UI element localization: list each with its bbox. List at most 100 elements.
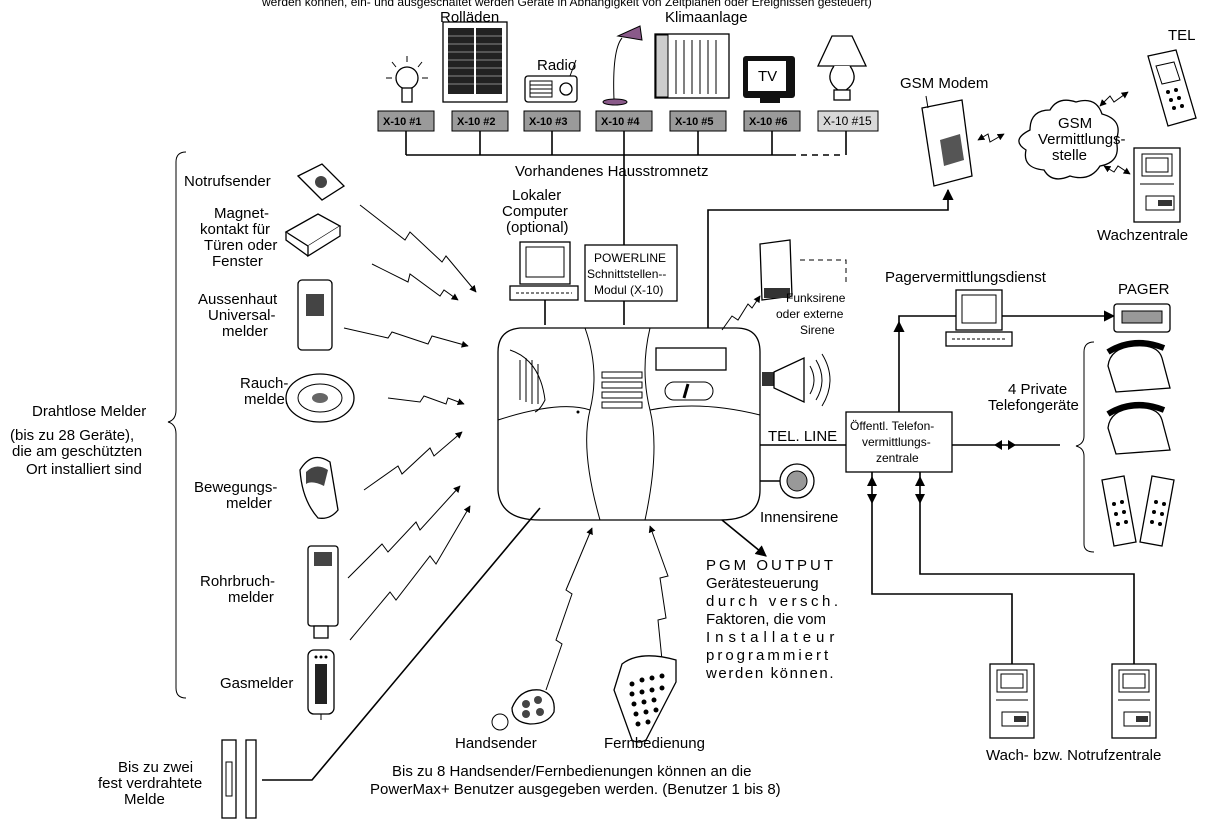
shell-detector-label-2: Universal- (208, 307, 276, 324)
svg-text:Schnittstellen--: Schnittstellen-- (587, 267, 666, 281)
keyfob-icon (491, 689, 555, 731)
remote-control-label: Fernbedienung (604, 735, 705, 752)
private-phones-label-1: 4 Private (1008, 381, 1067, 398)
pipe-break-detector-icon (307, 545, 339, 639)
magnet-contact-label-4: Fenster (212, 253, 263, 270)
local-computer-label-3: (optional) (506, 219, 569, 236)
magnet-contact-icon (284, 213, 342, 258)
pager-service-label: Pagervermittlungsdienst (885, 269, 1047, 286)
svg-text:Modul (X-10): Modul (X-10) (594, 283, 663, 297)
svg-text:Öffentl. Telefon-: Öffentl. Telefon- (850, 419, 934, 433)
x10-module-6: X-10 #6 (743, 110, 801, 132)
tv-icon (743, 56, 795, 103)
pager-service-computer-icon (945, 289, 1013, 347)
svg-text:GSM: GSM (1058, 115, 1092, 132)
local-computer-label-1: Lokaler (512, 187, 561, 204)
horn-siren-icon (762, 353, 831, 407)
motion-detector-label-1: Bewegungs- (194, 479, 277, 496)
svg-text:stelle: stelle (1052, 147, 1087, 164)
monitoring-station-icon-2 (1111, 663, 1157, 739)
wired-door-contact-icon (221, 739, 257, 819)
gsm-exchange-cloud: GSM Vermittlungs- stelle (1018, 99, 1126, 180)
svg-text:X-10 #6: X-10 #6 (749, 116, 788, 128)
pgm-output-line-5: programmiert (706, 647, 831, 664)
pgm-output-line-3: Faktoren, die vom (706, 611, 826, 628)
bottom-caption-line-1: Bis zu 8 Handsender/Fernbedienungen könn… (392, 763, 751, 780)
wireless-group-bracket (167, 151, 187, 699)
cordless-phone-icon-1 (1101, 475, 1137, 547)
tel-line-label: TEL. LINE (768, 428, 837, 445)
svg-text:zentrale: zentrale (876, 451, 919, 465)
private-phones-label-2: Telefongeräte (988, 397, 1079, 414)
wired-label-3: Melde (124, 791, 165, 808)
pipe-break-label-1: Rohrbruch- (200, 573, 275, 590)
indoor-siren-icon (779, 463, 815, 499)
public-telephone-exchange: Öffentl. Telefon- vermittlungs- zentrale (845, 411, 953, 473)
wired-label-1: Bis zu zwei (118, 759, 193, 776)
x10-module-15: X-10 #15 (817, 110, 879, 132)
pgm-output-title: PGM OUTPUT (706, 557, 836, 574)
pager-icon (1113, 303, 1171, 333)
svg-text:X-10 #3: X-10 #3 (529, 116, 568, 128)
svg-text:X-10 #5: X-10 #5 (675, 116, 714, 128)
pgm-output-line-1: Gerätesteuerung (706, 575, 819, 592)
cordless-phone-icon-2 (1139, 475, 1175, 547)
tel-label: TEL (1168, 27, 1196, 44)
magnet-contact-label-1: Magnet- (214, 205, 269, 222)
siren-dashed-link (800, 259, 847, 284)
pgm-output-line-6: werden können. (705, 665, 835, 682)
wireless-group-label-1: Drahtlose Melder (32, 403, 146, 420)
pgm-output-line-4: Installateur (706, 629, 839, 646)
x10-module-3: X-10 #3 (523, 110, 581, 132)
smoke-detector-icon (285, 373, 355, 423)
air-conditioner-icon (654, 33, 730, 99)
monitoring-station-gsm-label: Wachzentrale (1097, 227, 1188, 244)
keyfob-label: Handsender (455, 735, 537, 752)
wireless-group-label-2: (bis zu 28 Geräte), (10, 427, 134, 444)
gsm-modem-label: GSM Modem (900, 75, 988, 92)
motion-detector-label-2: melder (226, 495, 272, 512)
shell-detector-label-1: Aussenhaut (198, 291, 278, 308)
x10-module-4: X-10 #4 (595, 110, 653, 132)
monitoring-stations-label: Wach- bzw. Notrufzentrale (986, 747, 1161, 764)
monitoring-station-gsm-icon (1133, 147, 1181, 223)
universal-detector-icon (297, 279, 333, 351)
mobile-phone-icon (1147, 49, 1197, 127)
magnet-contact-label-2: kontakt für (200, 221, 270, 238)
wireless-group-label-4: Ort installiert sind (26, 461, 142, 478)
svg-text:vermittlungs-: vermittlungs- (862, 435, 931, 449)
smoke-detector-label-2: melder (244, 391, 290, 408)
desk-phone-icon-2 (1106, 401, 1171, 455)
local-computer-label-2: Computer (502, 203, 568, 220)
radio-icon (524, 59, 578, 103)
magnet-contact-label-3: Türen oder (204, 237, 277, 254)
monitoring-station-icon-1 (989, 663, 1035, 739)
external-siren-label-2: oder externe (776, 307, 844, 321)
pgm-output-line-2: durch versch. (706, 593, 842, 610)
remote-control-icon (613, 655, 677, 743)
svg-text:X-10 #15: X-10 #15 (823, 114, 872, 128)
wireless-group-label-3: die am geschützten (12, 443, 142, 460)
svg-text:X-10 #2: X-10 #2 (457, 116, 496, 128)
wired-label-2: fest verdrahtete (98, 775, 202, 792)
panic-sender-label: Notrufsender (184, 173, 271, 190)
shutters-label: Rolläden (440, 9, 499, 26)
svg-text:X-10 #1: X-10 #1 (383, 116, 422, 128)
x10-module-5: X-10 #5 (669, 110, 727, 132)
svg-text:POWERLINE: POWERLINE (594, 251, 666, 265)
ac-label: Klimaanlage (665, 9, 748, 26)
shutters-icon (442, 21, 508, 103)
x10-module-2: X-10 #2 (451, 110, 509, 132)
floor-lamp-icon (602, 25, 643, 106)
panic-sender-icon (296, 163, 346, 201)
powerline-interface-module: POWERLINE Schnittstellen-- Modul (X-10) (584, 244, 678, 302)
computer-icon (509, 241, 579, 325)
bottom-caption-line-2: PowerMax+ Benutzer ausgegeben werden. (B… (370, 781, 781, 798)
radio-label: Radio (537, 57, 576, 74)
shell-detector-label-3: melder (222, 323, 268, 340)
pager-label: PAGER (1118, 281, 1170, 298)
private-phones-bracket (1075, 341, 1095, 553)
external-siren-label-1: Funksirene (786, 291, 846, 305)
gas-detector-label: Gasmelder (220, 675, 293, 692)
